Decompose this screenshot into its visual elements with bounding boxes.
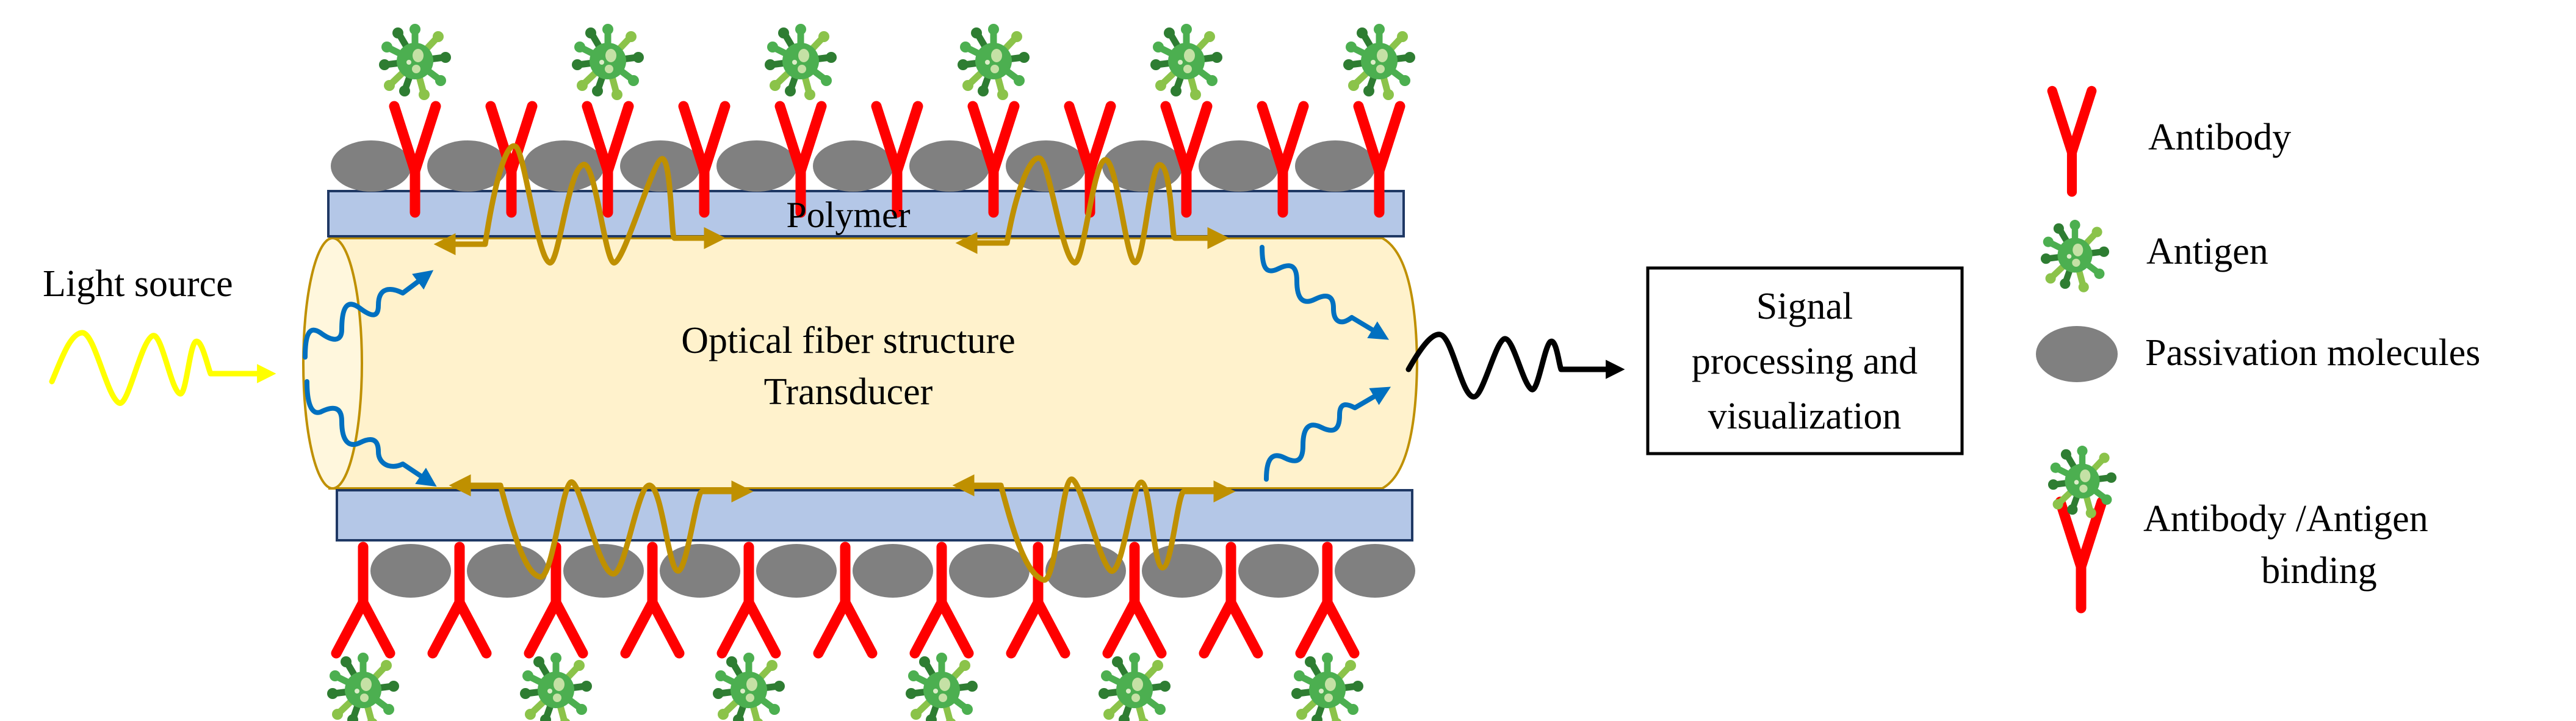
guided-light-left-upper [303, 270, 434, 360]
legend-item-antibody: Antibody [2052, 91, 2291, 192]
passivation-molecule [1102, 140, 1183, 192]
fiber-body [328, 237, 1419, 490]
fiber-label-line-2: Transducer [764, 371, 933, 413]
bound-antigen [520, 653, 592, 721]
fiber-end-face [302, 237, 363, 490]
fiber-label-line-1: Optical fiber structure [681, 320, 1015, 361]
legend-label-antigen: Antigen [2146, 231, 2268, 272]
bound-antigen [906, 653, 978, 721]
bound-antigen [765, 24, 837, 100]
legend-item-binding: Antibody /Antigen binding [2048, 446, 2428, 608]
optical-fiber [302, 237, 1419, 490]
passivation-molecule [1335, 544, 1415, 598]
bound-antigen [1343, 24, 1415, 100]
antigen-icon [2041, 220, 2109, 292]
legend: Antibody Antigen Passivation molecules A… [2036, 91, 2480, 608]
output-signal-wave [1405, 332, 1625, 400]
legend-label-binding-line-1: Antibody /Antigen [2143, 498, 2428, 540]
polymer-layer-bottom [336, 489, 1413, 542]
guided-light-left-lower [305, 379, 437, 487]
passivation-molecule [1142, 544, 1222, 598]
bound-antigen [572, 24, 644, 100]
passivation-molecule [949, 544, 1030, 598]
bound-antigen [1291, 653, 1363, 721]
passivation-molecule [1199, 140, 1279, 192]
passivation-molecule [813, 140, 893, 192]
bottom-antigen-row [327, 653, 1363, 721]
bound-antigen [1150, 24, 1222, 100]
evanescent-wave-top-left [479, 143, 714, 266]
signal-box-line-3: visualization [1708, 396, 1902, 437]
passivation-molecule [524, 140, 604, 192]
passivation-molecule [331, 140, 411, 192]
bound-antigen [958, 24, 1030, 100]
signal-processing-box: Signal processing and visualization [1646, 266, 1964, 455]
legend-label-binding-line-2: binding [2261, 550, 2376, 592]
signal-box-line-2: processing and [1692, 341, 1918, 382]
legend-item-antigen: Antigen [2041, 220, 2268, 292]
signal-box-line-1: Signal [1756, 286, 1853, 327]
guided-light-waves [303, 245, 1391, 487]
legend-label-antibody: Antibody [2148, 117, 2291, 158]
passivation-molecule [427, 140, 508, 192]
legend-label-passivation: Passivation molecules [2145, 332, 2480, 374]
passivation-molecule [620, 140, 701, 192]
light-source-label: Light source [43, 263, 233, 305]
bound-antigen [713, 653, 785, 721]
bound-antigen [327, 653, 399, 721]
passivation-molecule [1295, 140, 1376, 192]
evanescent-wave-top-right [1001, 155, 1214, 266]
guided-light-right-upper [1260, 245, 1389, 340]
bottom-passivation-row [370, 544, 1415, 598]
legend-item-passivation: Passivation molecules [2036, 326, 2480, 382]
evanescent-wave-bottom-left [491, 479, 738, 580]
passivation-molecule [467, 544, 547, 598]
passivation-molecule-icon [2036, 326, 2118, 382]
polymer-label: Polymer [786, 195, 910, 235]
passivation-molecule [660, 544, 740, 598]
bound-antigen [1099, 653, 1171, 721]
antibody-icon [2052, 91, 2092, 192]
passivation-molecule [1238, 544, 1319, 598]
passivation-molecule [370, 544, 451, 598]
guided-light-right-lower [1264, 386, 1391, 482]
top-passivation-row [331, 140, 1376, 192]
input-light-wave [49, 330, 276, 406]
passivation-molecule [853, 544, 933, 598]
evanescent-wave-bottom-right [995, 476, 1221, 583]
top-antigen-row [379, 24, 1415, 100]
passivation-molecule [563, 544, 644, 598]
evanescent-waves [433, 143, 1236, 583]
passivation-molecule [756, 544, 837, 598]
bound-antigen [379, 24, 451, 100]
antibody-antigen-binding-antibody-icon [2060, 502, 2102, 608]
passivation-molecule [1045, 544, 1126, 598]
passivation-molecule [716, 140, 797, 192]
antibody-antigen-binding-antigen-icon [2048, 446, 2116, 518]
passivation-molecule [909, 140, 990, 192]
